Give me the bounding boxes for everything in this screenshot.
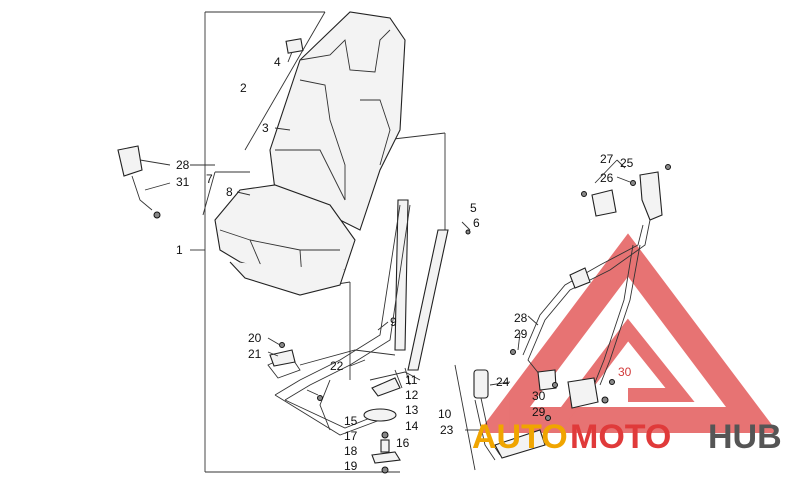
watermark-text: AUTO MOTO HUB: [472, 418, 782, 456]
callout-17: 17: [344, 429, 358, 443]
callout-1: 1: [176, 243, 183, 257]
callout-29-b: 29: [532, 405, 546, 419]
callout-13: 13: [405, 403, 419, 417]
callout-30-a: 30: [532, 389, 546, 403]
callout-11: 11: [405, 373, 418, 387]
callout-9: 9: [390, 315, 397, 329]
callout-19: 19: [344, 459, 358, 473]
callout-30-b: 30: [618, 365, 632, 379]
callout-26: 26: [600, 171, 614, 185]
callout-7: 7: [206, 172, 213, 186]
callout-22: 22: [330, 359, 344, 373]
watermark-triangle-logo: [477, 233, 779, 433]
watermark-moto: MOTO: [570, 418, 671, 456]
callout-28-right: 28: [514, 311, 528, 325]
watermark-hub: HUB: [708, 418, 782, 456]
callout-5: 5: [470, 201, 477, 215]
callout-28: 28: [176, 158, 190, 172]
callout-labels: 1 2 3 4 5 6 7 8 9 10 11 12 13 14 15 16 1…: [176, 55, 634, 473]
callout-20: 20: [248, 331, 262, 345]
callout-27: 27: [600, 152, 614, 166]
callout-31: 31: [176, 175, 190, 189]
callout-29: 29: [514, 327, 528, 341]
callout-14: 14: [405, 419, 419, 433]
hardware-cluster: [269, 229, 471, 474]
left-belt-buckle: [117, 145, 161, 219]
callout-10: 10: [438, 407, 452, 421]
callout-16: 16: [396, 436, 410, 450]
callout-15: 15: [344, 414, 358, 428]
callout-3: 3: [262, 121, 269, 135]
callout-4: 4: [274, 55, 281, 69]
callout-23: 23: [440, 423, 454, 437]
callout-24: 24: [496, 375, 510, 389]
callout-6: 6: [473, 216, 480, 230]
callout-2: 2: [240, 81, 247, 95]
callout-25: 25: [620, 156, 634, 170]
seat-frame: [267, 199, 449, 436]
callout-21: 21: [248, 347, 262, 361]
callout-leaders: [139, 51, 631, 431]
seat-cushion: [214, 184, 356, 296]
belt-stalk: [473, 369, 546, 461]
callout-8: 8: [226, 185, 233, 199]
callout-18: 18: [344, 444, 358, 458]
watermark-auto: AUTO: [472, 418, 568, 456]
right-seat-belt: [510, 164, 671, 421]
callout-12: 12: [405, 388, 419, 402]
